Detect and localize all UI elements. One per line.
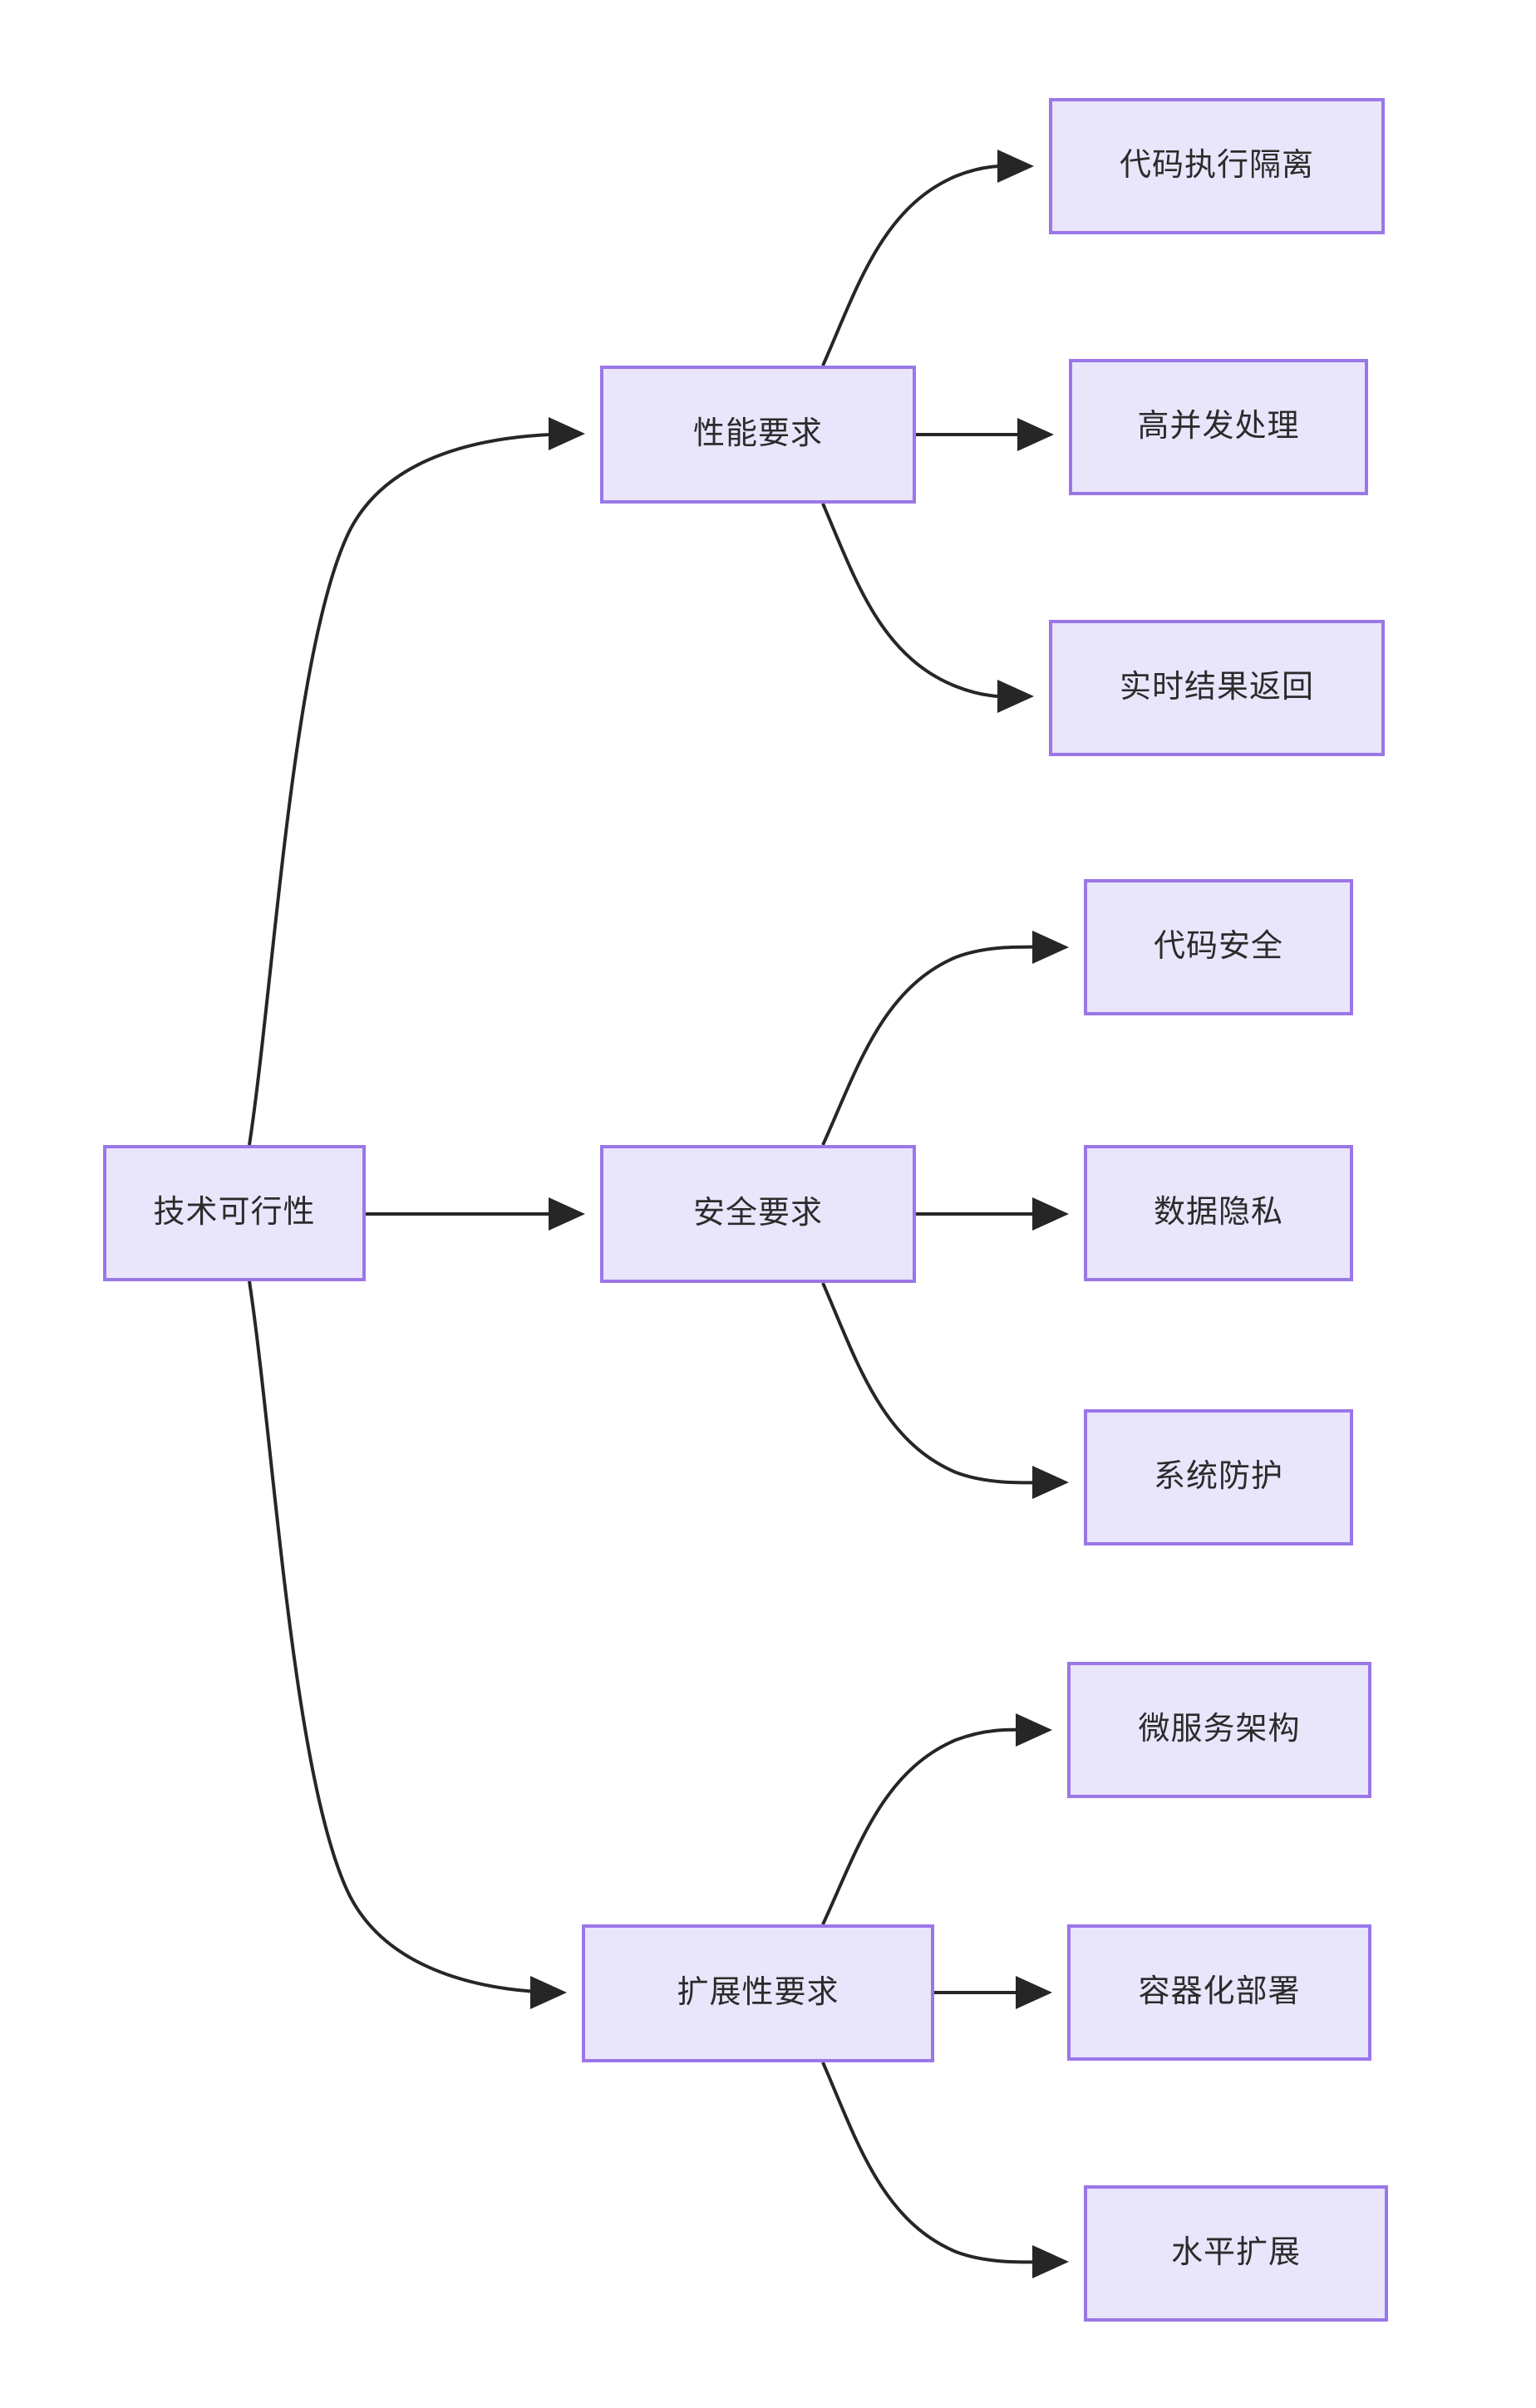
edge-perf-to-perfc (821, 503, 1034, 714)
flowchart-node-scale_a[interactable]: 微服务架构 (1067, 1662, 1371, 1798)
edge-perf-to-perfa (821, 149, 1034, 366)
node-label-scale_b: 容器化部署 (1138, 1974, 1301, 2010)
flowchart-node-sec_b[interactable]: 数据隐私 (1084, 1145, 1353, 1281)
node-label-sec_a: 代码安全 (1153, 929, 1283, 965)
node-label-root: 技术可行性 (153, 1195, 316, 1231)
node-label-sec_b: 数据隐私 (1153, 1195, 1283, 1231)
node-label-sec: 安全要求 (692, 1196, 823, 1231)
flowchart-node-scale_c[interactable]: 水平扩展 (1084, 2185, 1388, 2322)
flowchart-node-sec_a[interactable]: 代码安全 (1084, 879, 1353, 1015)
flowchart-node-sec_c[interactable]: 系统防护 (1084, 1409, 1353, 1546)
node-label-perf_c: 实时结果返回 (1119, 670, 1314, 705)
edge-scale-to-scalec (821, 2062, 1069, 2279)
edge-root-to-scale (248, 1280, 567, 2009)
node-label-perf_b: 高并发处理 (1137, 409, 1300, 445)
node-label-scale: 扩展性要求 (677, 1975, 839, 2011)
node-label-scale_a: 微服务架构 (1138, 1712, 1301, 1747)
node-label-perf_a: 代码执行隔离 (1119, 148, 1314, 184)
node-label-perf: 性能要求 (692, 416, 823, 452)
flowchart-node-scale[interactable]: 扩展性要求 (582, 1924, 934, 2062)
edge-scale-to-scalea (821, 1713, 1052, 1925)
edge-sec-to-seca (821, 930, 1069, 1146)
flowchart-node-scale_b[interactable]: 容器化部署 (1067, 1924, 1371, 2061)
flowchart-node-perf[interactable]: 性能要求 (600, 366, 916, 504)
flowchart-node-root[interactable]: 技术可行性 (103, 1145, 366, 1281)
edge-sec-to-secc (821, 1282, 1069, 1500)
flowchart-node-perf_a[interactable]: 代码执行隔离 (1049, 98, 1385, 234)
node-label-scale_c: 水平扩展 (1170, 2235, 1301, 2271)
flowchart-node-perf_b[interactable]: 高并发处理 (1069, 359, 1368, 495)
edge-root-to-perf (248, 417, 585, 1146)
node-label-sec_c: 系统防护 (1153, 1459, 1283, 1495)
flowchart-node-sec[interactable]: 安全要求 (600, 1145, 916, 1283)
flowchart-node-perf_c[interactable]: 实时结果返回 (1049, 620, 1385, 756)
